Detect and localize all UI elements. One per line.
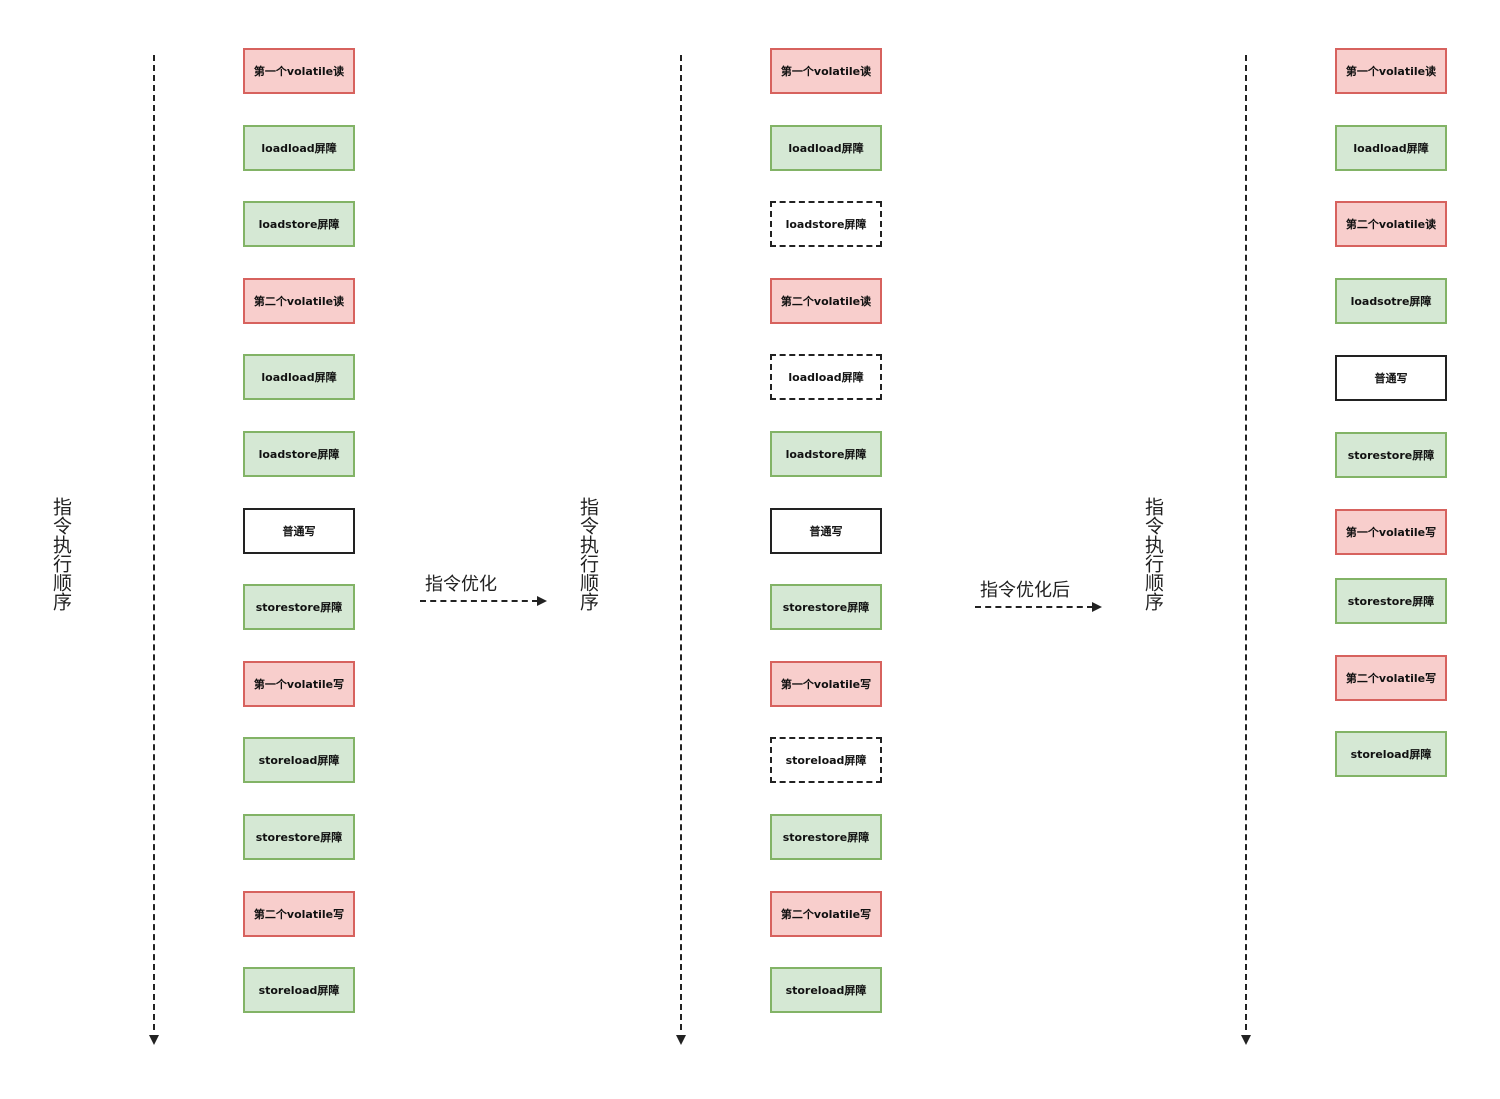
timeline-3 (1239, 55, 1253, 1045)
panel-1-item: 第一个volatile写 (243, 660, 355, 707)
arrow-line (420, 600, 538, 602)
order-label-1: 指令执行顺序 (50, 497, 72, 611)
timeline-2 (674, 55, 688, 1045)
panel-2-item: 第二个volatile写 (770, 890, 882, 937)
panel-2-item: loadload屏障 (770, 124, 882, 171)
panel-2-item: 第一个volatile写 (770, 660, 882, 707)
panel-1-item: loadload屏障 (243, 354, 355, 401)
arrow-down-icon (1241, 1035, 1251, 1045)
panel-3-item: storeload屏障 (1335, 731, 1447, 778)
panel-2-item: loadstore屏障 (770, 201, 882, 248)
arrow-right-icon (537, 596, 547, 606)
panel-2-item: storestore屏障 (770, 584, 882, 631)
panel-3-item: 第一个volatile读 (1335, 48, 1447, 94)
panel-3-item: 第一个volatile写 (1335, 508, 1447, 555)
panel-2-item: 第一个volatile读 (770, 48, 882, 94)
arrow-down-icon (149, 1035, 159, 1045)
arrow-down-icon (676, 1035, 686, 1045)
panel-2-item: storeload屏障 (770, 967, 882, 1014)
panel-3-item: 第二个volatile读 (1335, 201, 1447, 248)
arrow-right-icon (1092, 602, 1102, 612)
panel-1-item: 第二个volatile写 (243, 890, 355, 937)
panel-2-item: storeload屏障 (770, 737, 882, 784)
timeline-line (680, 55, 682, 1030)
panel-1-item: loadload屏障 (243, 124, 355, 171)
arrow-label: 指令优化 (425, 574, 497, 595)
panel-2-item: storestore屏障 (770, 814, 882, 860)
panel-1-item: storeload屏障 (243, 967, 355, 1014)
panel-3-item: storestore屏障 (1335, 578, 1447, 625)
order-label-3: 指令执行顺序 (1142, 497, 1164, 611)
arrow-line (975, 606, 1093, 608)
panel-1-item: 第二个volatile读 (243, 277, 355, 324)
panel-1-item: storestore屏障 (243, 814, 355, 860)
panel-2-item: loadstore屏障 (770, 431, 882, 477)
arrow-label: 指令优化后 (980, 580, 1070, 601)
panel-1-item: loadstore屏障 (243, 201, 355, 248)
panel-2-item: 第二个volatile读 (770, 277, 882, 324)
panel-2-item: loadload屏障 (770, 354, 882, 401)
optimize-arrow-1: 指令优化 (420, 568, 550, 613)
panel-2-item: 普通写 (770, 507, 882, 554)
panel-3-item: loadload屏障 (1335, 124, 1447, 171)
panel-1-item: storestore屏障 (243, 584, 355, 631)
panel-3-item: storestore屏障 (1335, 432, 1447, 478)
panel-1-item: 普通写 (243, 507, 355, 554)
timeline-1 (147, 55, 161, 1045)
panel-1-item: loadstore屏障 (243, 431, 355, 477)
timeline-line (153, 55, 155, 1030)
panel-3-item: loadsotre屏障 (1335, 277, 1447, 324)
panel-1-item: storeload屏障 (243, 737, 355, 784)
timeline-line (1245, 55, 1247, 1030)
order-label-2: 指令执行顺序 (577, 497, 599, 611)
panel-3-item: 第二个volatile写 (1335, 654, 1447, 701)
panel-3-item: 普通写 (1335, 355, 1447, 402)
optimize-arrow-2: 指令优化后 (975, 574, 1110, 619)
panel-1-item: 第一个volatile读 (243, 48, 355, 94)
